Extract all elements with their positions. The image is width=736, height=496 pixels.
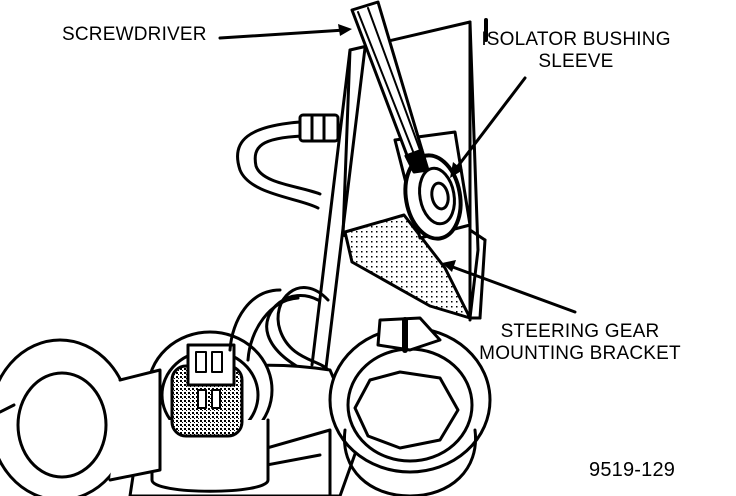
mounting-bracket-label: STEERING GEAR MOUNTING BRACKET: [472, 321, 688, 365]
isolator-label-line1: ISOLATOR BUSHING: [481, 29, 671, 50]
isolator-bushing-label: ISOLATOR BUSHING SLEEVE: [470, 29, 682, 73]
screwdriver-label: SCREWDRIVER: [62, 24, 207, 45]
figure-number: 9519-129: [589, 459, 676, 481]
screwdriver: [350, 0, 430, 174]
bracket-label-line1: STEERING GEAR: [500, 321, 660, 342]
isolator-label-line2: SLEEVE: [538, 51, 614, 72]
input-shaft-cap: [0, 338, 162, 496]
leader-lines: [218, 24, 577, 314]
gear-bore-cylinder: [328, 316, 492, 496]
valve-connector: [146, 288, 300, 493]
isolator-bushing-sleeve: [403, 153, 463, 241]
bracket-label-line2: MOUNTING BRACKET: [479, 343, 681, 364]
